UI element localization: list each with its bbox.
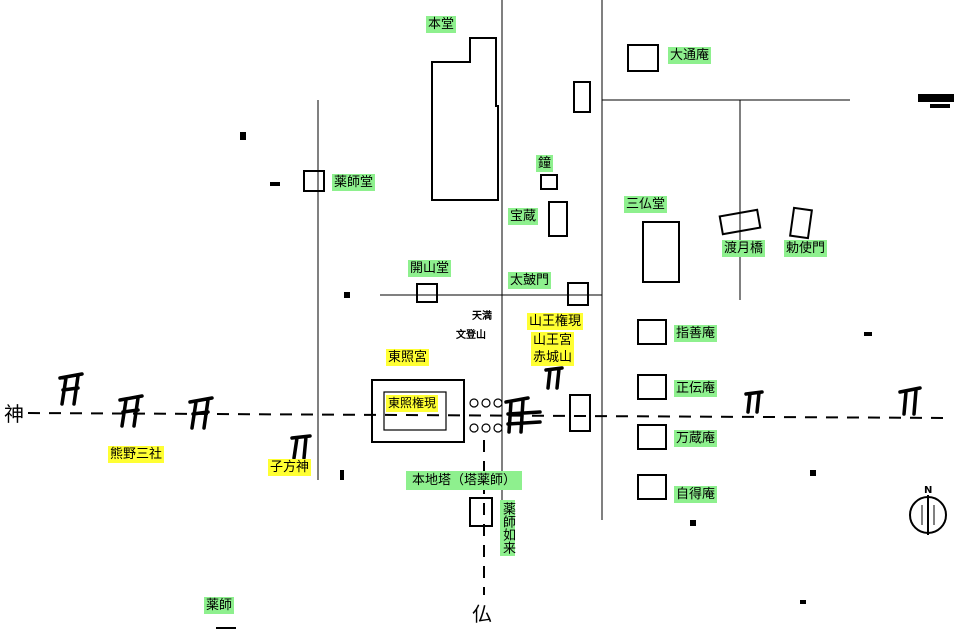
sanno-akagi-label: 山王宮 赤城山 bbox=[531, 332, 575, 366]
sacred-axis-line bbox=[27, 412, 951, 419]
sanbutsudo-building bbox=[642, 221, 680, 283]
toshogu-outer-wall bbox=[371, 379, 465, 443]
shizenan-building bbox=[637, 319, 667, 345]
daitsuan-building bbox=[627, 44, 659, 72]
ten-label: 天満 bbox=[472, 311, 492, 322]
daitsuan-label: 大通庵 bbox=[668, 47, 712, 64]
north-label: N bbox=[924, 485, 933, 496]
shizenan-label: 指善庵 bbox=[674, 325, 718, 342]
honjito-label: 本地塔（塔薬師） bbox=[406, 471, 523, 490]
kokata-label: 子方神 bbox=[268, 459, 312, 476]
togetsukyo-building bbox=[718, 208, 762, 236]
kumano-label: 熊野三社 bbox=[108, 446, 165, 463]
bunto-label: 文登山 bbox=[456, 330, 486, 341]
shodenan-building bbox=[637, 374, 667, 400]
chokushimon-label: 勅使門 bbox=[784, 240, 828, 257]
togetsukyo-label: 渡月橋 bbox=[722, 240, 766, 257]
east-gate-building bbox=[569, 394, 591, 432]
taikomon-label: 太皷門 bbox=[508, 272, 552, 289]
jitokuan-building bbox=[637, 474, 667, 500]
shodenan-label: 正伝庵 bbox=[674, 380, 718, 397]
tosho-gongen-label: 東照権現 bbox=[386, 395, 439, 412]
manzoan-label: 万蔵庵 bbox=[674, 430, 718, 447]
toshogu-inner-wall bbox=[383, 391, 447, 431]
yakushido-label: 薬師堂 bbox=[332, 174, 376, 191]
chokushimon-building bbox=[789, 206, 813, 240]
sanbutsudo-label: 三仏堂 bbox=[624, 196, 668, 213]
terrain-speckles bbox=[240, 94, 954, 604]
torii-icon bbox=[58, 366, 922, 460]
kane-building bbox=[540, 174, 558, 190]
kaisando-building bbox=[416, 283, 438, 303]
yakushi-label: 薬師 bbox=[204, 597, 235, 614]
toshogu-label: 東照宮 bbox=[386, 349, 430, 366]
hondo-label: 本堂 bbox=[426, 16, 457, 33]
yakushi-nyorai-label: 薬師如来 bbox=[500, 500, 515, 556]
north-compass-icon bbox=[909, 495, 947, 535]
kami-label: 神 bbox=[4, 402, 24, 426]
honjito-building bbox=[469, 497, 493, 527]
taikomon-building bbox=[567, 282, 589, 306]
lantern-group bbox=[469, 398, 503, 433]
kaisando-label: 開山堂 bbox=[408, 260, 452, 277]
manzoan-building bbox=[637, 424, 667, 450]
hozo-building bbox=[548, 201, 568, 237]
hondo-building bbox=[431, 37, 499, 201]
hozo-label: 宝蔵 bbox=[508, 208, 539, 225]
sanno-gongen-label: 山王権現 bbox=[527, 313, 584, 330]
jitokuan-label: 自得庵 bbox=[674, 486, 718, 503]
hotoke-label: 仏 bbox=[472, 602, 492, 626]
yakushido-building bbox=[303, 170, 325, 192]
north-gate-building bbox=[573, 81, 591, 113]
kane-label: 鐘 bbox=[536, 155, 554, 172]
